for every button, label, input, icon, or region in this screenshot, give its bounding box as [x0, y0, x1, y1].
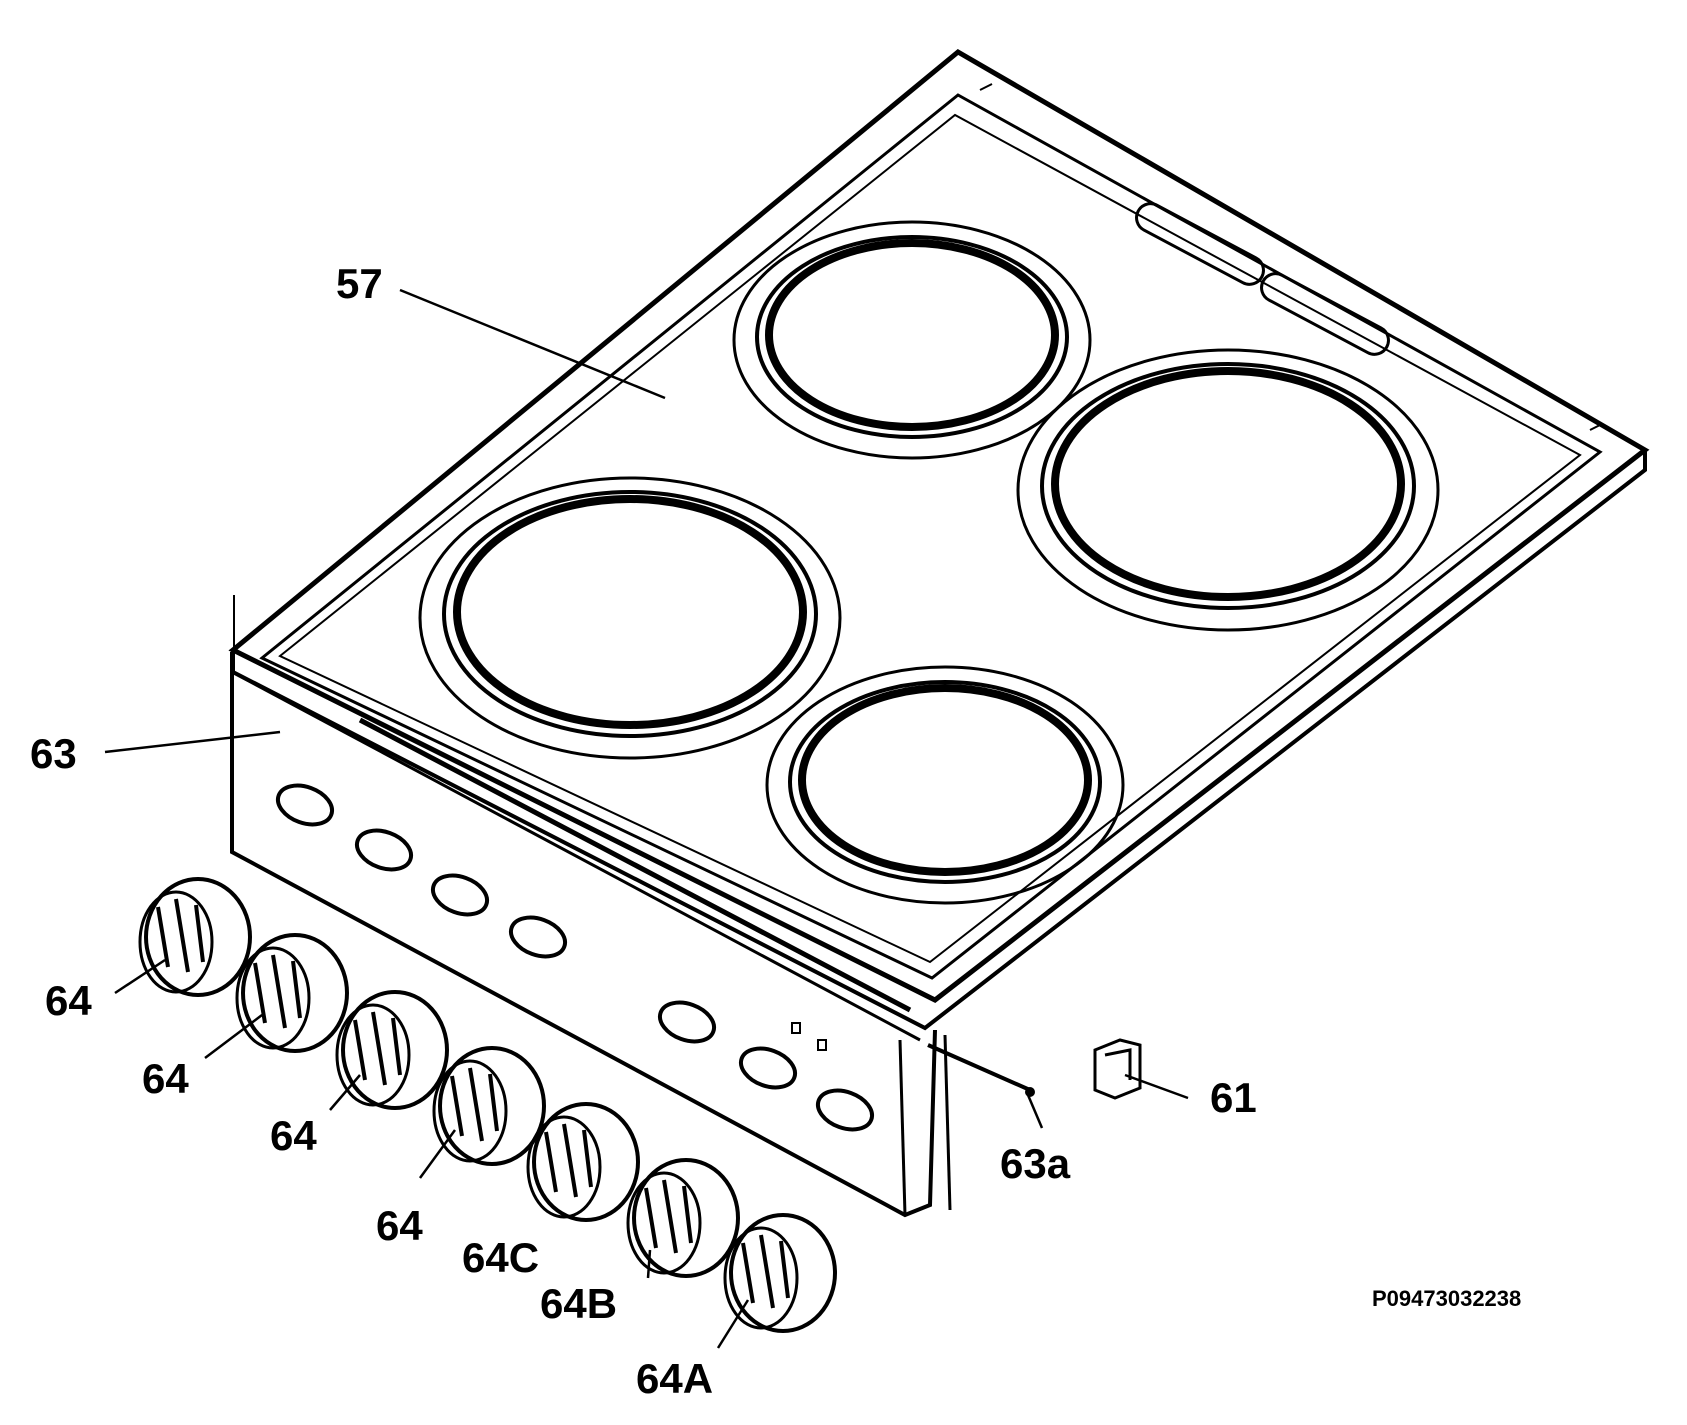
cooking-zone-rear-left — [732, 220, 1092, 460]
control-knob — [432, 1046, 546, 1166]
control-panel — [230, 595, 952, 1218]
clip — [1093, 1038, 1142, 1100]
control-knob — [138, 877, 252, 997]
callout-knob-64-4: 64 — [376, 1202, 423, 1249]
callout-knob-64-1: 64 — [45, 977, 92, 1024]
drawing-code: P09473032238 — [1372, 1286, 1521, 1311]
cooking-zone-rear-right — [1016, 348, 1440, 632]
cooking-zone-front-right — [765, 665, 1125, 905]
control-knob — [626, 1158, 740, 1278]
callout-knob-64-2: 64 — [142, 1055, 189, 1102]
callout-knob-64B: 64B — [540, 1280, 617, 1327]
control-knob — [335, 990, 449, 1110]
control-knob — [526, 1102, 640, 1222]
callout-knob-64-3: 64 — [270, 1112, 317, 1159]
indicator-lamp — [817, 1039, 827, 1051]
callout-63a: 63a — [1000, 1140, 1071, 1187]
callout-knob-64A: 64A — [636, 1355, 713, 1402]
callout-57: 57 — [336, 260, 383, 307]
callouts: 57 63 63a 61 64 64 64 64 64C 64B 64A P09… — [30, 260, 1521, 1402]
callout-61: 61 — [1210, 1074, 1257, 1121]
knob-sockets — [275, 783, 875, 1132]
callout-63: 63 — [30, 730, 77, 777]
control-knob — [723, 1213, 837, 1333]
callout-knob-64C: 64C — [462, 1234, 539, 1281]
cooking-zone-front-left — [418, 476, 842, 760]
indicator-lamp — [791, 1022, 801, 1034]
hinge-pin — [927, 1043, 1035, 1097]
control-knob — [235, 933, 349, 1053]
leader-lines — [104, 288, 1189, 1349]
knob-row — [138, 877, 837, 1333]
